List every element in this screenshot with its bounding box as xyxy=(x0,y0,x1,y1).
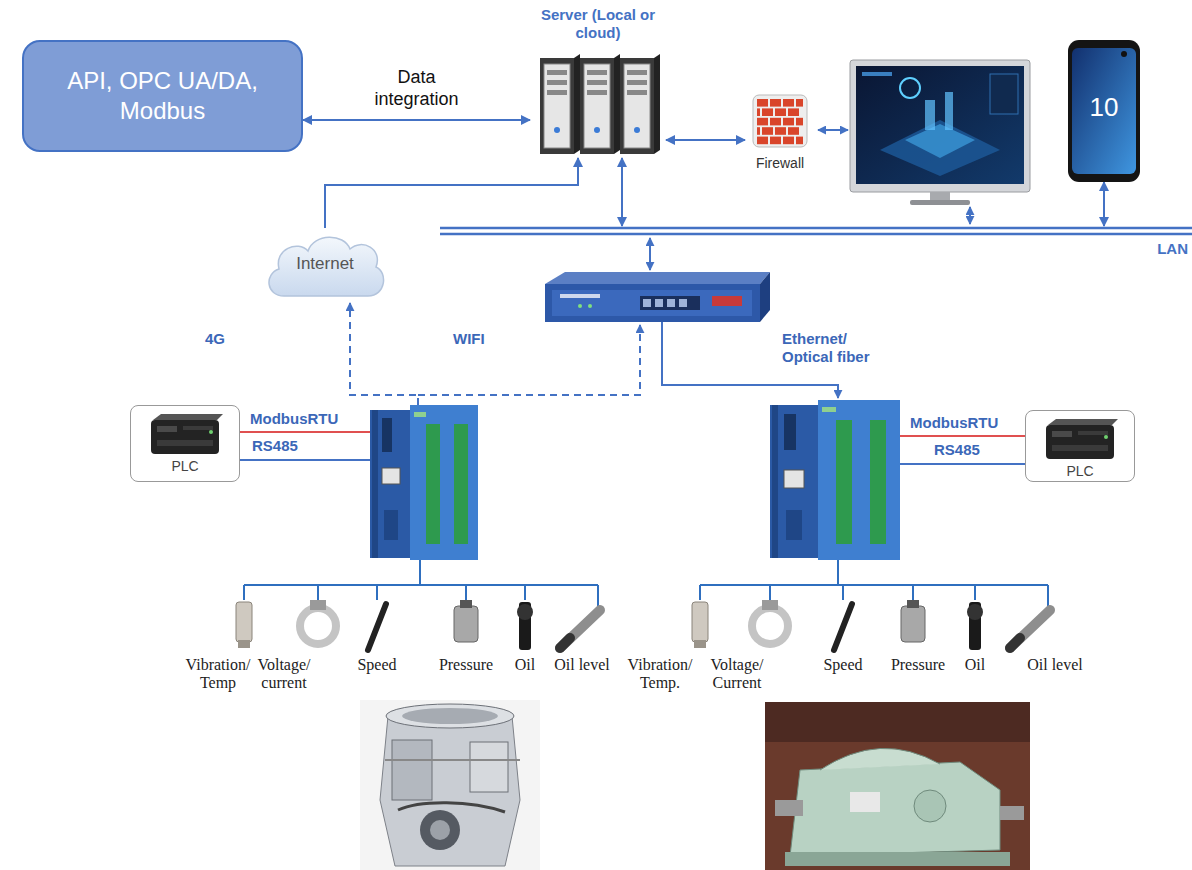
network-switch xyxy=(545,272,770,322)
protocol-label: RS485 xyxy=(934,441,1014,459)
plc-device xyxy=(1026,415,1134,463)
plc-box: PLC xyxy=(130,405,240,482)
connector xyxy=(1103,182,1105,226)
sensor-label: Pressure xyxy=(878,656,958,674)
node-text: PLC xyxy=(1026,463,1134,479)
rtu-device xyxy=(370,405,478,560)
server-node: Server (Local or cloud) xyxy=(530,6,666,158)
protocol-label: RS485 xyxy=(252,437,332,455)
lan-bus-line xyxy=(440,226,1192,238)
signal-label: Ethernet/ Optical fiber xyxy=(782,330,894,366)
sensor-label: Oil level xyxy=(544,656,620,674)
sensor-label: Oil xyxy=(505,656,545,674)
signal-label: 4G xyxy=(205,330,245,348)
node-text: LAN xyxy=(440,240,1188,257)
rtu-device xyxy=(770,400,900,560)
lan-bus: LAN xyxy=(440,226,1192,262)
edge-label: Data integration xyxy=(357,66,477,110)
sensor-label: Voltage/ current xyxy=(253,656,315,692)
sensor-label: Speed xyxy=(808,656,878,674)
sensor-label: Pressure xyxy=(426,656,506,674)
process-box: API, OPC UA/DA, Modbus xyxy=(22,40,303,152)
node-text: Server (Local or cloud) xyxy=(530,6,666,42)
rs485-wire xyxy=(900,463,1025,465)
sensor-label: Voltage/ Current xyxy=(706,656,768,692)
node-text: Firewall xyxy=(745,155,815,171)
sensor-label: Vibration/ Temp xyxy=(183,656,253,692)
monitor-illustration xyxy=(850,60,1030,205)
gearbox-photo xyxy=(765,702,1030,870)
firewall-monitor-arrow xyxy=(818,129,848,131)
sensor-icons xyxy=(692,600,1050,650)
wifi-link xyxy=(418,325,640,395)
server-icon xyxy=(530,50,666,158)
sensor-label: Oil level xyxy=(1017,656,1093,674)
sensor-icons xyxy=(236,600,600,650)
cloud-node: Internet xyxy=(262,228,388,300)
firewall-icon xyxy=(745,93,815,149)
node-text: API, OPC UA/DA, Modbus xyxy=(44,66,281,126)
connector xyxy=(303,119,530,121)
switch-lan-arrow xyxy=(649,238,651,270)
modbus-wire xyxy=(900,435,1025,437)
connector xyxy=(325,158,578,228)
node-text: PLC xyxy=(131,458,239,474)
cellular-link xyxy=(350,303,418,405)
plc-box: PLC xyxy=(1025,410,1135,482)
sensor-label: Speed xyxy=(342,656,412,674)
firewall-node: Firewall xyxy=(745,93,815,185)
engine-photo xyxy=(360,700,540,870)
monitor-lan-arrow xyxy=(969,207,971,224)
connector xyxy=(621,158,623,226)
sensor-label: Oil xyxy=(955,656,995,674)
modbus-wire xyxy=(240,431,370,433)
sensor-bus xyxy=(244,560,1048,606)
protocol-label: ModbusRTU xyxy=(250,410,360,428)
protocol-label: ModbusRTU xyxy=(910,414,1020,432)
rs485-wire xyxy=(240,459,370,461)
connector xyxy=(666,139,745,141)
sensor-label: Vibration/ Temp. xyxy=(625,656,695,692)
node-text: 10 xyxy=(1068,92,1140,123)
smartphone: 10 xyxy=(1068,40,1140,182)
signal-label: WIFI xyxy=(453,330,513,348)
plc-device xyxy=(131,410,239,458)
node-text: Internet xyxy=(296,254,354,274)
